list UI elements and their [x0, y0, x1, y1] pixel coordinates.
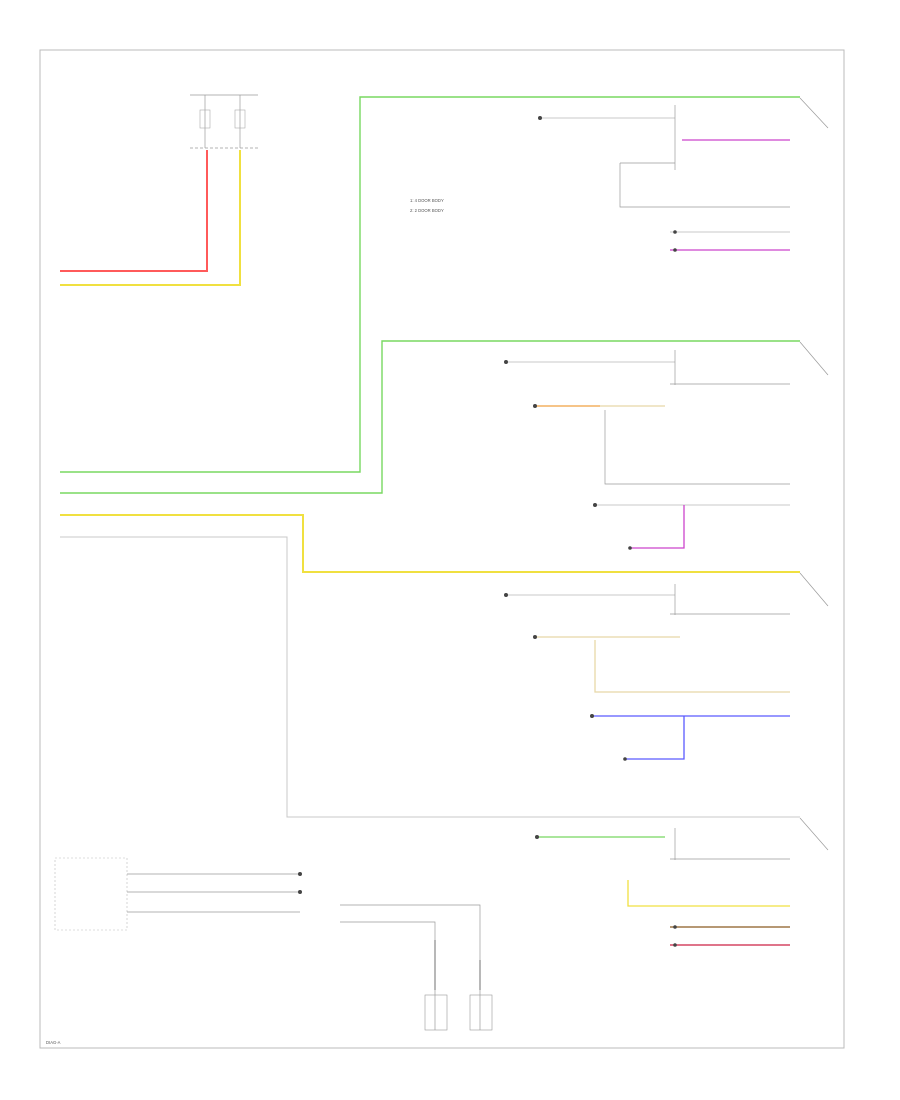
switch-block-1: [538, 97, 829, 252]
bottom-module: [54, 857, 493, 1031]
legend-item-2: 2: 2 DOOR BODY: [410, 208, 444, 213]
legend-item-1: 1: 4 DOOR BODY: [410, 198, 444, 203]
gray-wire: [60, 536, 800, 818]
fuse-block: [190, 94, 258, 149]
switch-block-4: [535, 817, 829, 947]
green-wire-2: [60, 340, 800, 494]
green-wire-1: [60, 96, 800, 473]
switch-block-2: [504, 341, 829, 550]
red-wire: [60, 150, 208, 272]
switch-block-3: [504, 572, 829, 761]
yellow-wire-top: [60, 150, 241, 286]
footer-label: DIAG-A: [46, 1040, 61, 1045]
diagram-frame: [39, 49, 845, 1049]
yellow-wire-mid: [60, 514, 800, 573]
